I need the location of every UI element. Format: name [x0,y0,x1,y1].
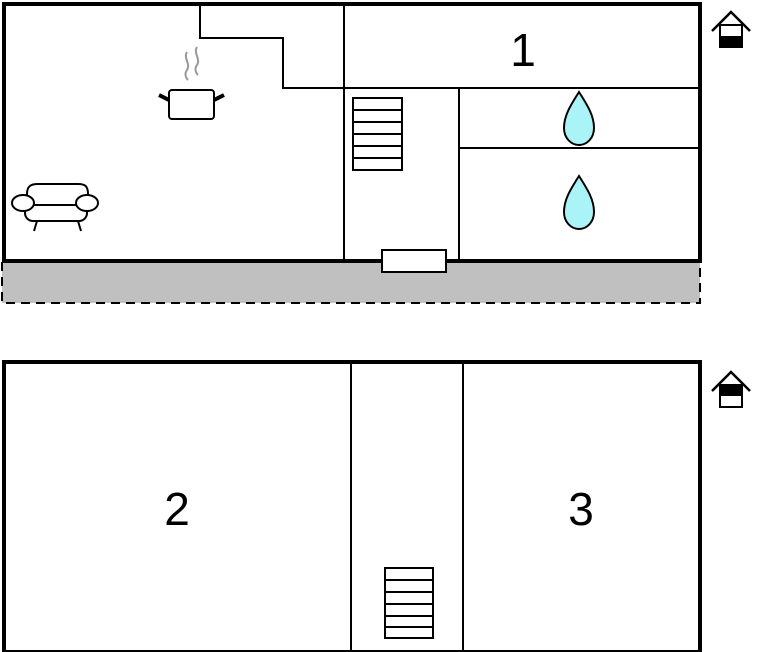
ground-floor-house-icon [711,10,751,48]
floor-plan-ground: 1 [1,2,702,304]
upper-floor-house-icon [711,370,751,408]
room-label-3: 3 [568,483,594,535]
water-drop-icon [562,174,596,231]
inner-wall [199,4,700,89]
water-drop-icon [562,90,596,147]
room-label-1: 1 [510,24,536,76]
stairs-icon [384,567,434,639]
stairs-icon [352,97,403,171]
terrace [1,260,701,304]
door-icon [381,249,447,273]
kitchen-pot-icon [158,46,225,120]
floor-plan-upper: 2 3 [2,360,702,652]
armchair-icon [11,183,99,232]
room-label-2: 2 [164,483,190,535]
